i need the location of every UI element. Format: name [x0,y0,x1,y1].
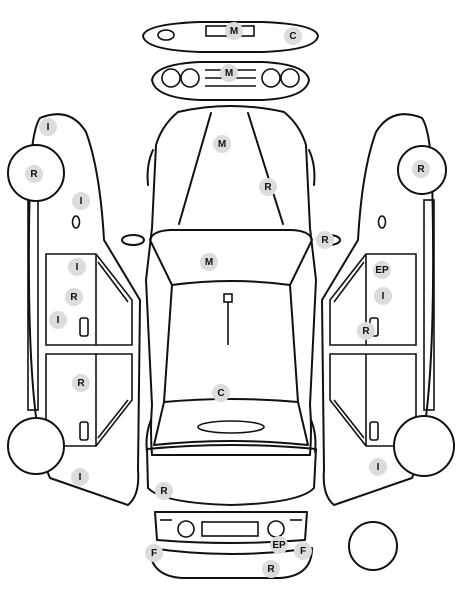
damage-marker-right-front-door-ep[interactable]: EP [373,261,391,279]
damage-marker-left-mirror-i[interactable]: I [72,192,90,210]
damage-marker-front-bumper-c[interactable]: C [284,27,302,45]
damage-marker-rear-corner-r[interactable]: R [155,482,173,500]
damage-marker-label: I [382,291,385,302]
damage-marker-label: F [151,548,157,559]
damage-marker-right-front-door-i[interactable]: I [374,287,392,305]
damage-marker-windshield-m[interactable]: M [200,253,218,271]
damage-marker-label: EP [375,265,389,276]
damage-marker-label: C [289,31,296,42]
damage-marker-left-rear-door-r[interactable]: R [72,374,90,392]
damage-marker-rear-bumper-f-right[interactable]: F [294,542,312,560]
car-body-top[interactable] [121,105,341,506]
damage-marker-label: R [160,486,168,497]
damage-marker-label: M [230,26,238,37]
damage-marker-label: EP [272,540,286,551]
damage-marker-label: R [417,164,425,175]
rear-bumper[interactable] [149,511,313,579]
right-side-view[interactable] [321,113,455,506]
damage-marker-label: I [79,472,82,483]
damage-marker-right-wheel-r[interactable]: R [412,160,430,178]
damage-marker-label: R [264,182,272,193]
damage-marker-label: M [225,68,233,79]
damage-marker-left-fender-i[interactable]: I [39,118,57,136]
damage-marker-grille[interactable]: M [220,64,238,82]
damage-marker-label: I [57,315,60,326]
damage-marker-rear-bumper-ep[interactable]: EP [270,536,288,554]
damage-marker-roof[interactable]: C [212,384,230,402]
damage-marker-front-bumper[interactable]: M [225,22,243,40]
damage-marker-left-rear-quarter-i[interactable]: I [71,468,89,486]
damage-marker-label: M [205,257,213,268]
damage-marker-hood-m[interactable]: M [213,135,231,153]
damage-marker-label: F [300,546,306,557]
damage-marker-label: R [267,564,275,575]
damage-marker-left-front-door-i1[interactable]: I [68,258,86,276]
damage-marker-label: I [80,196,83,207]
damage-marker-left-wheel-r[interactable]: R [25,165,43,183]
damage-marker-label: R [70,292,78,303]
damage-marker-label: R [77,378,85,389]
damage-marker-label: R [30,169,38,180]
front-grille[interactable] [151,61,310,101]
damage-marker-right-front-door-r[interactable]: R [357,322,375,340]
damage-marker-right-rear-quarter-i[interactable]: I [369,458,387,476]
damage-markers: M C M M R M R C I R I I R I R I R R EP I R I EP F F R [25,22,430,578]
damage-marker-rear-bumper-r[interactable]: R [262,560,280,578]
damage-marker-label: I [76,262,79,273]
damage-marker-label: I [47,122,50,133]
damage-marker-label: I [377,462,380,473]
damage-marker-label: M [218,139,226,150]
damage-marker-left-front-door-i2[interactable]: I [49,311,67,329]
damage-marker-left-front-door-r[interactable]: R [65,288,83,306]
damage-marker-label: R [362,326,370,337]
damage-marker-label: R [321,235,329,246]
damage-marker-hood-r[interactable]: R [259,178,277,196]
damage-marker-mirror-r[interactable]: R [316,231,334,249]
damage-marker-label: C [217,388,224,399]
damage-marker-rear-bumper-f-left[interactable]: F [145,544,163,562]
spare-wheel[interactable] [348,521,398,571]
